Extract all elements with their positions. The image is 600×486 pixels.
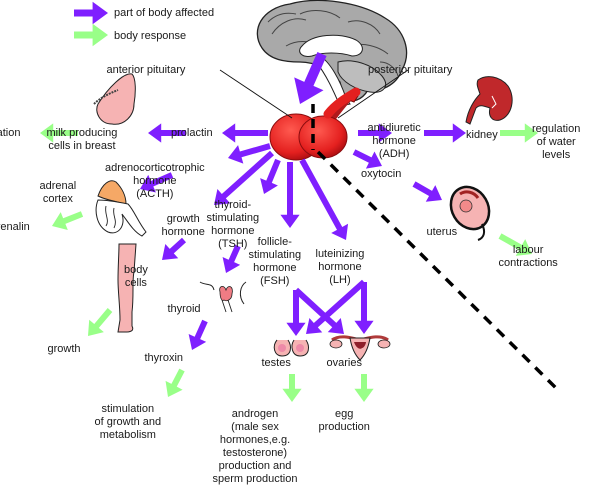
pituitary-gland-icon: [269, 87, 361, 161]
pituitary-to-oxytocin-arrow: [352, 149, 382, 169]
adrenal-to-adrenalin-arrow: [52, 211, 84, 231]
pituitary-to-adh-arrow: [358, 123, 392, 143]
testes-icon: [273, 339, 309, 357]
ovaries-to-egg-arrow: [354, 374, 374, 402]
growth-label: growth: [47, 343, 81, 355]
pituitary-to-lh-arrow: [299, 158, 349, 240]
acth-to-adrenal-arrow: [140, 172, 174, 193]
kidney-to-water-arrow: [500, 123, 538, 143]
fsh-label: follicle- stimulating hormone (FSH): [248, 236, 302, 287]
pituitary-to-prolactin-arrow: [222, 123, 268, 143]
fsh-to-ovaries-arrow: [293, 287, 344, 334]
pituitary-to-acth-arrow: [228, 143, 271, 164]
kidney-label: kidney: [466, 129, 498, 141]
tsh-label: thyroid- stimulating hormone (TSH): [206, 199, 260, 250]
thyroid-label: thyroid: [167, 303, 201, 315]
posterior-pituitary-leader: [337, 69, 409, 119]
lactation-label: lactation: [0, 127, 21, 139]
adh-to-kidney-arrow: [424, 123, 466, 143]
thyroid-icon: [199, 281, 247, 313]
pituitary-to-tsh-arrow: [260, 158, 281, 194]
oxytocin-to-uterus-arrow: [412, 181, 442, 202]
body-cells-to-growth-arrow: [88, 308, 113, 336]
body-cells-label: body cells: [124, 264, 148, 289]
leg-body-cells-icon: [117, 243, 137, 333]
breast-icon: [93, 73, 136, 125]
adh-label: antidiuretic hormone (ADH): [367, 122, 421, 160]
breast-label: milk producing cells in breast: [46, 127, 118, 152]
legend-response-arrow-icon: [74, 23, 108, 47]
uterus-to-labour-arrow: [498, 233, 532, 256]
anterior-pituitary-label: anterior pituitary: [106, 64, 186, 76]
kidney-icon: [465, 76, 513, 125]
brain-icon: [256, 0, 408, 107]
prolactin-to-breast-arrow: [148, 123, 186, 143]
lh-to-testes-arrow: [306, 279, 367, 334]
divider-diagonal: [316, 150, 560, 392]
legend-affected-label: part of body affected: [114, 7, 215, 19]
thyroxin-label: thyroxin: [144, 352, 184, 364]
testes-label: testes: [261, 357, 291, 369]
ovaries-icon: [329, 335, 391, 361]
legend-response-label: body response: [114, 30, 187, 42]
uterus-foetus-icon: [449, 185, 491, 241]
lh-to-ovaries-arrow: [354, 282, 374, 334]
adrenal-cortex-label: adrenal cortex: [39, 180, 77, 205]
pituitary-to-fsh-arrow: [280, 162, 300, 228]
prolactin-label: prolactin: [171, 127, 213, 139]
testes-to-androgen-arrow: [282, 374, 302, 402]
thyroid-to-thyroxin-arrow: [188, 319, 208, 350]
adrenalin-label: adrenalin: [0, 221, 30, 233]
adrenal-gland-icon: [95, 180, 147, 237]
labour-contractions-label: labour contractions: [498, 244, 558, 269]
pituitary-to-growth-hormone-arrow: [214, 150, 275, 205]
tsh-to-thyroid-arrow: [222, 244, 241, 273]
metabolism-label: stimulation of growth and metabolism: [94, 403, 162, 441]
fsh-to-testes-arrow: [286, 290, 306, 336]
water-regulation-label: regulation of water levels: [532, 123, 581, 161]
acth-label: adrenocorticotrophic hormone (ACTH): [105, 162, 205, 200]
lh-label: luteinizing hormone (LH): [315, 248, 365, 286]
oxytocin-label: oxytocin: [361, 168, 402, 180]
posterior-pituitary-label: posterior pituitary: [368, 64, 453, 76]
growth-hormone-to-body-cells-arrow: [162, 237, 187, 260]
brain-to-pituitary-arrow: [294, 51, 327, 104]
legend-green-arrow: [74, 23, 108, 47]
legend-hormone-arrow-icon: [74, 1, 108, 25]
anterior-pituitary-leader: [219, 69, 293, 119]
breast-to-lactation-arrow: [40, 123, 78, 143]
uterus-label: uterus: [426, 226, 458, 238]
thyroxin-to-metabolism-arrow: [165, 368, 185, 397]
legend-purple-arrow: [74, 1, 108, 25]
growth-hormone-label: growth hormone: [161, 213, 205, 238]
ovaries-label: ovaries: [326, 357, 362, 369]
androgen-label: androgen (male sex hormones,e.g. testost…: [212, 408, 298, 485]
egg-production-label: egg production: [318, 408, 370, 433]
